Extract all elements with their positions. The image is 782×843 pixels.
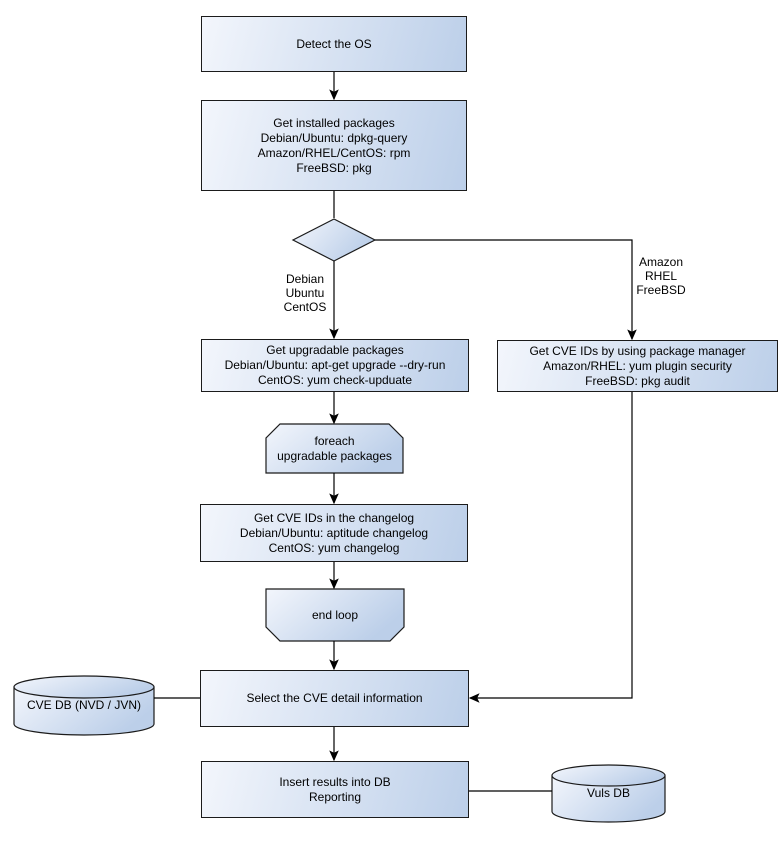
node-line: CentOS: yum check-upduate — [257, 373, 413, 387]
node-line: FreeBSD: pkg — [296, 160, 372, 175]
node-line: Get CVE IDs by using package manager — [529, 343, 746, 358]
os-decision-diamond — [291, 218, 377, 262]
node-line: FreeBSD: pkg audit — [585, 373, 690, 388]
connector-pkgmgr-to-select — [468, 392, 633, 703]
node-line: Amazon/RHEL/CentOS: rpm — [257, 145, 411, 160]
node-line: Get installed packages — [273, 115, 395, 130]
foreach-loop-shape — [265, 423, 404, 474]
edge-label-left-branch: Debian Ubuntu CentOS — [277, 272, 333, 314]
flow-node-detect-os: Detect the OS — [201, 16, 467, 72]
edge-label-line: RHEL — [644, 269, 677, 283]
edge-label-right-branch: Amazon RHEL FreeBSD — [633, 255, 689, 297]
node-line: upgradable packages — [277, 448, 392, 463]
node-line: Select the CVE detail information — [246, 691, 423, 705]
cve-db-label: CVE DB (NVD / JVN) — [14, 676, 154, 735]
node-line: CentOS: yum changelog — [268, 540, 400, 555]
flow-node-get-upgradable-packages: Get upgradable packages Debian/Ubuntu: a… — [201, 339, 469, 392]
edge-label-line: Ubuntu — [285, 286, 325, 300]
node-line: Detect the OS — [296, 36, 372, 51]
flow-node-insert-results: Insert results into DB Reporting — [201, 761, 469, 818]
node-line: CVE DB (NVD / JVN) — [26, 698, 141, 712]
edge-label-line: Debian — [285, 272, 325, 286]
node-line: Reporting — [308, 789, 362, 804]
flow-node-get-installed-packages: Get installed packages Debian/Ubuntu: dp… — [201, 100, 467, 191]
flow-node-foreach-loop-start: foreach upgradable packages — [266, 424, 403, 473]
cve-db-cylinder-body — [13, 687, 155, 736]
node-line: Debian/Ubuntu: apt-get upgrade --dry-run — [224, 358, 446, 372]
node-line: Get upgradable packages — [266, 343, 404, 357]
vuls-db-label: Vuls DB — [552, 765, 665, 822]
cve-db-cylinder-top — [13, 675, 155, 699]
flow-node-get-cve-ids-package-manager: Get CVE IDs by using package manager Ama… — [497, 340, 778, 392]
node-line: Debian/Ubuntu: aptitude changelog — [239, 525, 429, 540]
flow-node-end-loop: end loop — [266, 589, 404, 641]
edge-label-line: Amazon — [638, 255, 684, 269]
flow-node-select-cve-detail: Select the CVE detail information — [200, 670, 469, 727]
node-line: end loop — [311, 607, 359, 622]
vuls-db-cylinder-body — [551, 775, 666, 823]
node-line: Amazon/RHEL: yum plugin security — [543, 358, 732, 373]
node-line: Get CVE IDs in the changelog — [253, 510, 415, 525]
connector-decision-to-pkgmgr — [375, 239, 637, 341]
vuls-db-cylinder-top — [551, 764, 666, 787]
edge-label-line: CentOS — [283, 300, 327, 314]
node-line: Debian/Ubuntu: dpkg-query — [260, 130, 408, 145]
flow-node-get-cve-ids-changelog: Get CVE IDs in the changelog Debian/Ubun… — [200, 504, 468, 562]
end-loop-shape — [265, 588, 405, 642]
node-line: Vuls DB — [587, 786, 630, 800]
edge-label-line: FreeBSD — [636, 283, 686, 297]
node-line: foreach — [314, 433, 355, 448]
node-line: Insert results into DB — [279, 774, 391, 789]
